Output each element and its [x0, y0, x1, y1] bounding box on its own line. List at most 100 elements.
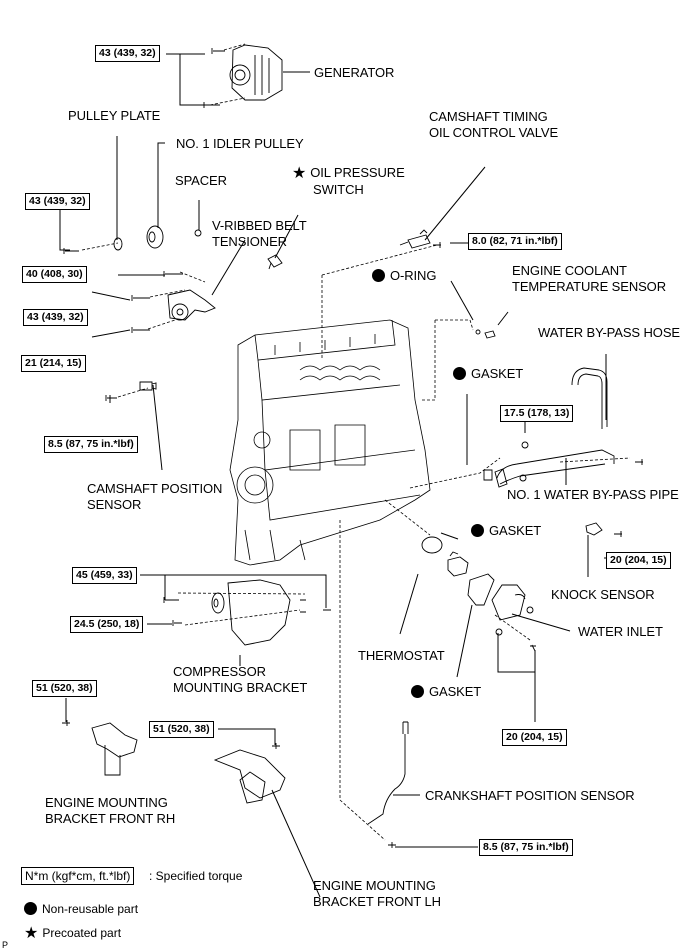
label-water-bypass-pipe: NO. 1 WATER BY-PASS PIPE [507, 487, 679, 502]
label-text: GASKET [429, 684, 482, 699]
torque-generator: 43 (439, 32) [95, 45, 160, 62]
torque-ocv: 8.0 (82, 71 in.*lbf) [468, 233, 562, 250]
label-line-2: SENSOR [87, 497, 142, 512]
label-water-inlet: WATER INLET [578, 624, 663, 639]
dashed-connectors [81, 43, 631, 841]
thermostat-icon [447, 551, 469, 577]
bolt-icon [203, 48, 225, 108]
nut-icon [495, 628, 503, 636]
label-gasket-inlet: GASKET [411, 684, 481, 700]
legend-text: Non-reusable part [42, 902, 139, 916]
label-line-1: ENGINE COOLANT [512, 263, 627, 278]
bolt-icon [614, 531, 622, 537]
label-spacer: SPACER [175, 173, 227, 188]
torque-tensioner-mid: 43 (439, 32) [23, 309, 88, 326]
label-pulley-plate: PULLEY PLATE [68, 108, 161, 123]
legend-torque-desc: : Specified torque [149, 869, 243, 883]
bolt-icon [105, 395, 117, 401]
non-reusable-dot-icon [411, 685, 424, 698]
knock-sensor-icon [585, 522, 603, 536]
bolt-icon [388, 842, 396, 848]
nut-icon [521, 441, 529, 449]
non-reusable-dot-icon [372, 269, 385, 282]
o-ring-icon [475, 329, 481, 335]
legend-non-reusable: Non-reusable part [24, 902, 138, 916]
label-gasket-thermostat: GASKET [471, 523, 541, 539]
pulley-plate-icon [113, 237, 123, 251]
bolt-icon [530, 644, 536, 652]
label-line-1: ENGINE MOUNTING [45, 795, 168, 810]
label-idler-pulley: NO. 1 IDLER PULLEY [176, 136, 304, 151]
label-line-1: COMPRESSOR [173, 664, 266, 679]
oil-pressure-switch-icon [267, 254, 283, 270]
torque-tensioner-top: 40 (408, 30) [22, 266, 87, 283]
label-crankshaft-sensor: CRANKSHAFT POSITION SENSOR [425, 788, 635, 803]
coolant-sensor-icon [484, 330, 496, 339]
gasket-icon [483, 469, 493, 481]
legend-precoated: ★Precoated part [24, 925, 122, 942]
label-line-1: OIL PRESSURE [310, 165, 405, 180]
bolt-icon [62, 720, 70, 726]
label-line-1: CAMSHAFT POSITION [87, 481, 223, 496]
engine-block-icon [229, 319, 431, 566]
label-text: GASKET [489, 523, 542, 538]
label-line-1: ENGINE MOUNTING [313, 878, 436, 893]
bolt-icon [163, 597, 331, 626]
torque-mount-lh: 51 (520, 38) [149, 721, 214, 738]
label-knock-sensor: KNOCK SENSOR [551, 587, 655, 602]
label-text: GASKET [471, 366, 524, 381]
torque-tensioner-bottom: 21 (214, 15) [21, 355, 86, 372]
nut-icon [526, 606, 534, 614]
torque-compressor-long: 45 (459, 33) [72, 567, 137, 584]
water-bypass-pipe-icon [494, 449, 615, 488]
label-text: O-RING [390, 268, 437, 283]
label-o-ring: O-RING [372, 268, 436, 284]
spacer-icon [194, 229, 202, 237]
components [62, 44, 643, 848]
torque-bypass-pipe: 17.5 (178, 13) [500, 405, 574, 422]
bolt-icon [131, 271, 183, 333]
label-line-2: BRACKET FRONT LH [313, 894, 441, 909]
generator-icon [229, 44, 283, 101]
bolt-icon [433, 242, 441, 248]
label-line-1: V-RIBBED BELT [212, 218, 307, 233]
label-line-2: TENSIONER [212, 234, 287, 249]
gasket-plate-icon [467, 573, 495, 606]
precoated-star-icon: ★ [24, 925, 39, 942]
legend-text: Precoated part [42, 926, 122, 940]
label-line-2: MOUNTING BRACKET [173, 680, 308, 695]
non-reusable-dot-icon [453, 367, 466, 380]
label-thermostat: THERMOSTAT [358, 648, 445, 663]
water-bypass-hose-icon [571, 367, 608, 429]
bolt-icon [635, 459, 643, 465]
ocv-icon [399, 229, 431, 249]
torque-compressor-short: 24.5 (250, 18) [70, 616, 144, 633]
belt-tensioner-icon [167, 289, 216, 321]
engine-mount-rh-icon [91, 722, 138, 776]
torque-pulley: 43 (439, 32) [25, 193, 90, 210]
engine-mount-lh-icon [213, 749, 286, 804]
legend-torque-unit: N*m (kgf*cm, ft.*lbf) [21, 867, 135, 885]
compressor-bracket-icon [211, 579, 291, 646]
label-line-2: BRACKET FRONT RH [45, 811, 176, 826]
precoated-star-icon: ★ [292, 165, 307, 182]
crankshaft-sensor-icon [367, 721, 409, 825]
water-inlet-icon [491, 584, 526, 621]
label-line-2: TEMPERATURE SENSOR [512, 279, 666, 294]
label-line-2: OIL CONTROL VALVE [429, 125, 559, 140]
gasket-ring-icon [421, 536, 443, 554]
non-reusable-dot-icon [24, 902, 37, 915]
label-generator: GENERATOR [314, 65, 395, 80]
torque-camshaft-sensor: 8.5 (87, 75 in.*lbf) [44, 436, 138, 453]
bolt-icon [63, 248, 79, 254]
label-gasket-pipe: GASKET [453, 366, 523, 382]
footer-mark: P [2, 940, 9, 950]
